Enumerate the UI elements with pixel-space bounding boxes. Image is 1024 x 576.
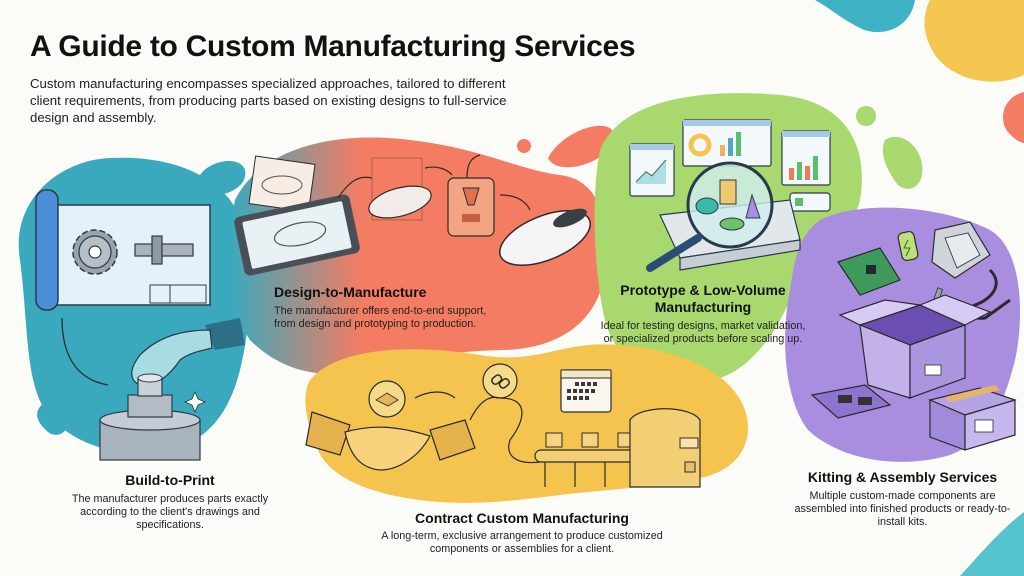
flow-arrow-contract	[414, 391, 456, 399]
green-blob-small	[882, 136, 923, 189]
bar-chart-window-icon	[781, 130, 831, 186]
line-chart-window-icon	[629, 143, 675, 197]
device-icon	[810, 384, 892, 419]
tablet-icon	[234, 194, 360, 276]
page-title: A Guide to Custom Manufacturing Services	[30, 30, 636, 63]
conveyor-path	[469, 396, 541, 464]
3d-printer-icon	[447, 154, 495, 237]
coral-blob-right	[1002, 92, 1024, 143]
yellow-blob-top-right	[924, 0, 1024, 82]
intro-paragraph: Custom manufacturing encompasses special…	[30, 76, 507, 125]
coral-blob-mid	[548, 125, 614, 168]
section-title: Kitting & Assembly Services	[807, 469, 998, 485]
section-kitting-assembly: Kitting & Assembly Services Multiple cus…	[785, 469, 1020, 529]
machined-part-icon	[99, 373, 201, 461]
section-title: Design-to-Manufacture	[274, 284, 427, 300]
hand-icon	[131, 318, 245, 387]
green-dot	[856, 106, 876, 126]
calendar-icon	[560, 369, 612, 413]
flow-arrow-dtm-1	[337, 176, 373, 199]
section-description: A long-term, exclusive arrangement to pr…	[381, 530, 663, 555]
gear-icon	[72, 229, 118, 275]
section-contract-custom-manufacturing: Contract Custom Manufacturing A long-ter…	[372, 510, 672, 556]
teal-blob-left-low	[37, 400, 71, 435]
magnifying-glass-icon	[646, 161, 774, 272]
section-design-to-manufacture: Design-to-Manufacture The manufacturer o…	[274, 284, 494, 331]
teal-blob-top	[815, 0, 915, 33]
section-title: Contract Custom Manufacturing	[415, 510, 629, 526]
section-title: Build-to-Print	[125, 472, 215, 488]
finished-mouse-icon	[498, 208, 592, 266]
section-description: The manufacturer produces parts exactly …	[71, 493, 269, 531]
section-title: Prototype & Low-Volume Manufacturing	[620, 282, 786, 315]
wireframe-mouse-icon	[368, 157, 432, 221]
sparkle-icon	[183, 390, 207, 414]
teal-blob-left	[199, 160, 246, 195]
coral-dot	[517, 139, 531, 153]
section-description: Multiple custom-made components are asse…	[794, 490, 1011, 528]
handshake-icon	[305, 411, 476, 471]
section-description: Ideal for testing designs, market valida…	[600, 320, 806, 345]
flow-arrow-dtm-2	[424, 166, 453, 176]
section-description: The manufacturer offers end-to-end suppo…	[274, 305, 487, 330]
teal-blob-bottom-right	[960, 512, 1024, 576]
section-build-to-print: Build-to-Print The manufacturer produces…	[55, 472, 285, 532]
flow-arrow-build	[61, 317, 109, 386]
factory-icon	[629, 408, 701, 488]
handshake-badge-icon	[368, 380, 406, 418]
battery-icon	[897, 230, 919, 262]
donut-chart-window-icon	[682, 119, 772, 167]
shipping-box-icon	[928, 385, 1017, 451]
enclosure-icon	[931, 221, 991, 279]
section-prototype-low-volume: Prototype & Low-Volume Manufacturing Ide…	[598, 282, 808, 346]
open-box-icon	[838, 294, 992, 399]
flow-arrow-dtm-3	[499, 194, 531, 211]
sketch-icon	[248, 155, 316, 213]
thumbs-up-icon	[789, 192, 831, 212]
chain-link-icon	[482, 363, 518, 399]
circuit-board-icon	[837, 247, 901, 296]
shaft-icon	[134, 235, 194, 265]
